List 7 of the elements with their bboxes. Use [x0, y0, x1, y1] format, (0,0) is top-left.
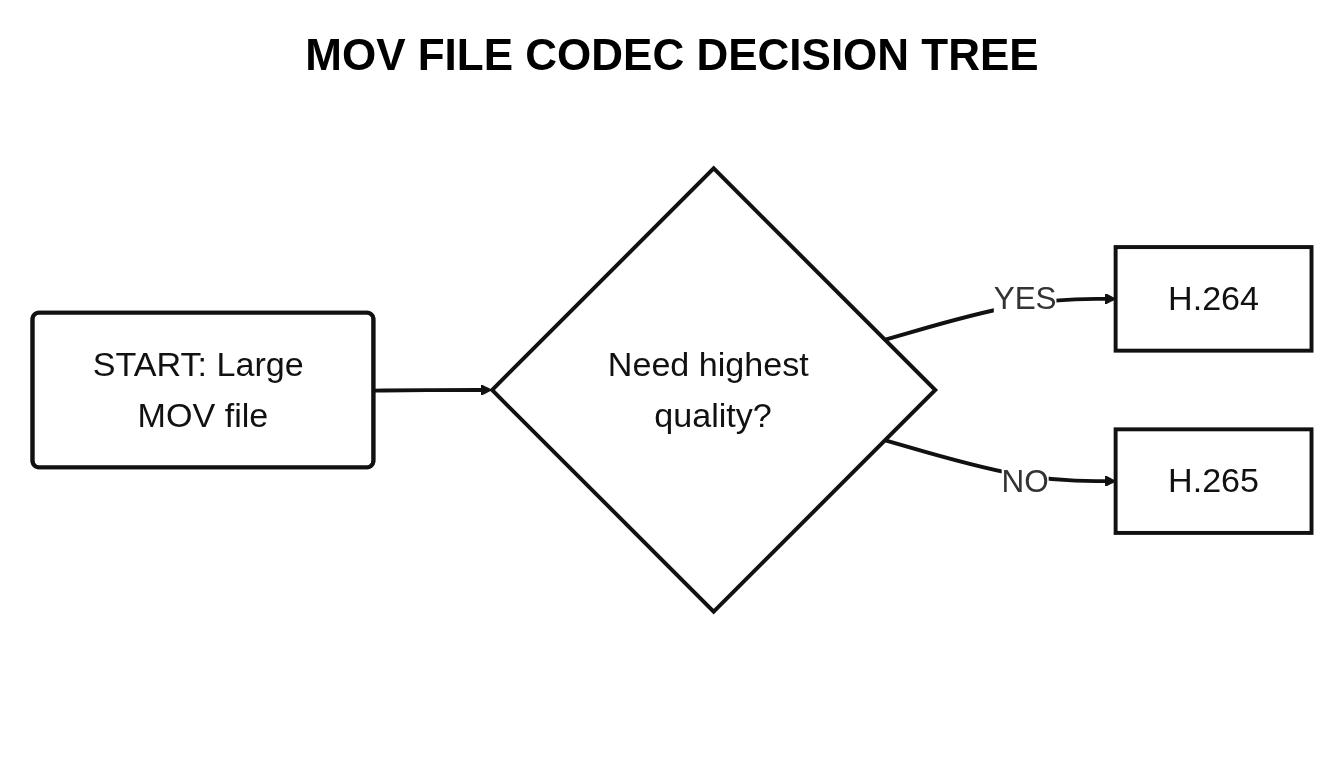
node-box: H.264	[1113, 245, 1314, 353]
diagram-title: MOV FILE CODEC DECISION TREE	[304, 30, 1040, 80]
node-diamond: Need highest quality?	[489, 165, 939, 615]
node-box: H.265	[1113, 427, 1314, 535]
edge-label: YES	[993, 280, 1057, 316]
arrow	[374, 384, 492, 396]
edge-label: NO	[1001, 462, 1049, 499]
